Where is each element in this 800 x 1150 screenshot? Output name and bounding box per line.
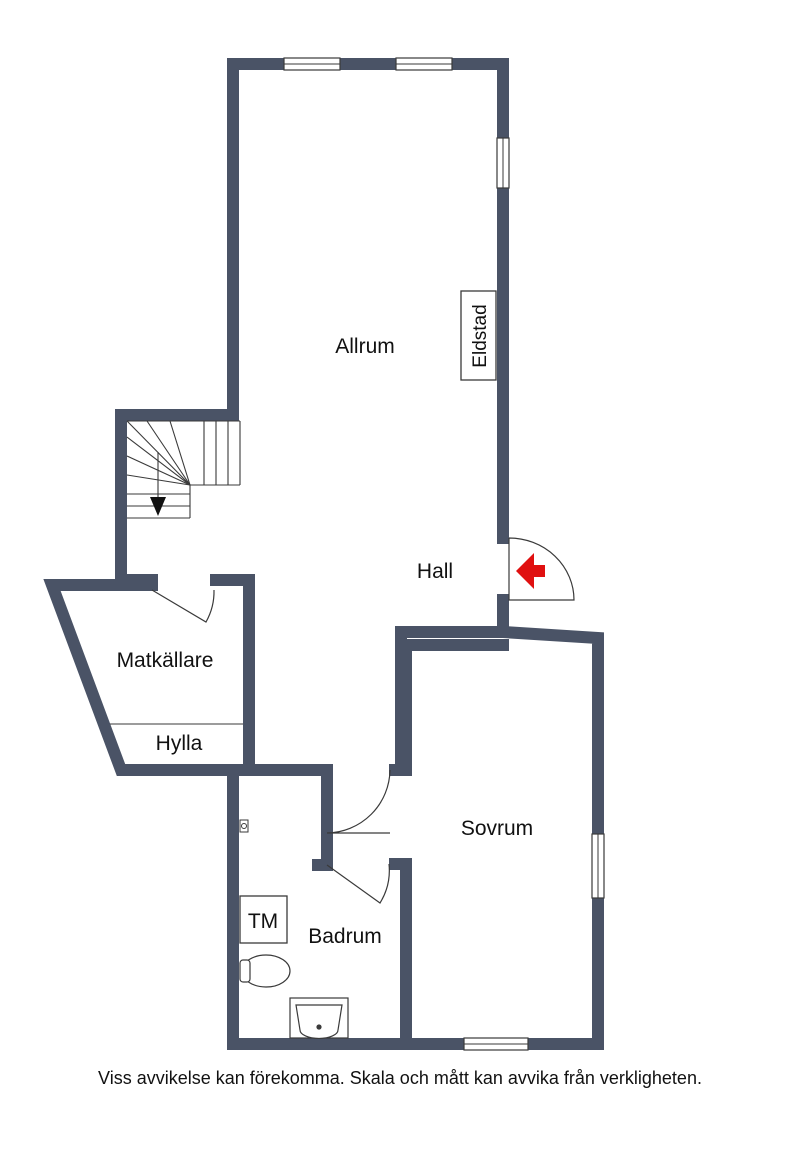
door-badrum (326, 863, 390, 904)
eldstad-label: Eldstad (470, 304, 491, 367)
room-matkallare-label: Matkällare (117, 649, 214, 672)
windows (283, 57, 605, 1051)
doors (151, 537, 575, 904)
room-sovrum-label: Sovrum (461, 817, 533, 840)
eldstad-box (460, 290, 497, 381)
tm-box (239, 895, 288, 944)
room-hylla-label: Hylla (156, 732, 203, 755)
wall-badrum (227, 764, 412, 1050)
door-matkallare (151, 589, 215, 623)
door-hall-sovrum (326, 769, 391, 834)
room-hall-label: Hall (417, 560, 453, 583)
toilet-icon (239, 954, 291, 988)
wall-matkallare (43, 579, 255, 776)
door-entrance (508, 537, 575, 601)
staircase (126, 420, 241, 519)
walls (43, 58, 604, 1050)
room-badrum-label: Badrum (308, 925, 382, 948)
faucet-icon (239, 819, 249, 833)
room-allrum-label: Allrum (335, 335, 395, 358)
disclaimer-text: Viss avvikelse kan förekomma. Skala och … (98, 1068, 702, 1088)
stair-arrow-icon (150, 497, 166, 516)
sink-icon (289, 997, 349, 1040)
tm-label: TM (248, 910, 278, 933)
entrance-arrow-icon (516, 553, 545, 589)
